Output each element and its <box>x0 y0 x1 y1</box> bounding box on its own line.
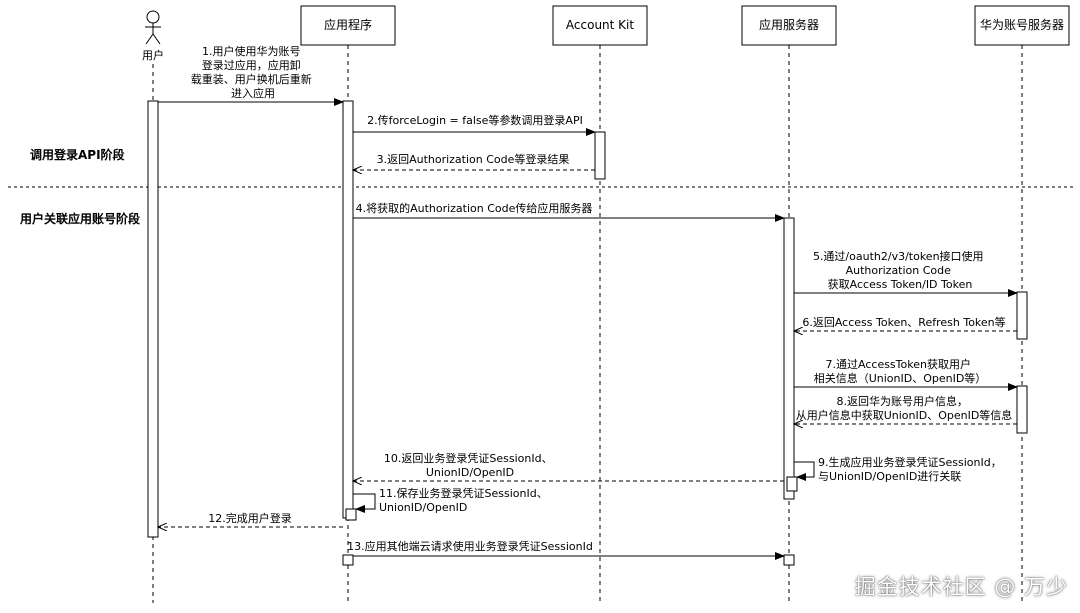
message-8: 8.返回华为账号用户信息， 从用户信息中获取UnionID、OpenID等信息 <box>794 394 1017 424</box>
message-3: 3.返回Authorization Code等登录结果 <box>353 152 595 170</box>
message-9: 9.生成应用业务登录凭证SessionId， 与UnionID/OpenID进行… <box>794 455 1005 483</box>
phase-link-account: 用户关联应用账号阶段 <box>19 211 141 226</box>
svg-text:8.返回华为账号用户信息， 从用户信息中获取Un: 8.返回华为账号用户信息， 从用户信息中获取UnionID、OpenID等信息 <box>796 394 1013 422</box>
svg-text:10.返回业务登录凭证SessionId、 Un: 10.返回业务登录凭证SessionId、 UnionID/OpenID <box>384 451 556 479</box>
message-4: 4.将获取的Authorization Code传给应用服务器 <box>353 201 785 222</box>
participant-app-label: 应用程序 <box>324 17 372 32</box>
actor-user: 用户 <box>142 10 164 62</box>
activation-app-server-end <box>783 554 795 566</box>
svg-text:5.通过/oauth2/v3/token接口使用: 5.通过/oauth2/v3/token接口使用 Authorization C… <box>813 250 987 291</box>
participant-app: 应用程序 <box>300 5 396 46</box>
participant-account-kit: Account Kit <box>552 5 648 46</box>
svg-text:9.生成应用业务登录凭证SessionId， 与: 9.生成应用业务登录凭证SessionId， 与UnionID/OpenID进行… <box>818 455 1005 483</box>
message-1: 1.用户使用华为账号 登录过应用，应用卸 载重装、用户换机后重新 进入应用 <box>158 44 344 106</box>
message-13: 13.应用其他端云请求使用业务登录凭证SessionId <box>347 539 785 560</box>
actor-head <box>146 10 160 24</box>
activation-app-server <box>783 217 795 500</box>
message-12: 12.完成用户登录 <box>158 511 343 527</box>
participant-account-kit-label: Account Kit <box>566 18 634 32</box>
activation-app-end <box>342 554 354 566</box>
watermark: 掘金技术社区 @ 万少 <box>854 575 1068 599</box>
activation-app-server-self <box>786 476 798 492</box>
message-2: 2.传forceLogin = false等参数调用登录API <box>353 113 596 136</box>
actor-user-label: 用户 <box>142 48 164 62</box>
message-10: 10.返回业务登录凭证SessionId、 UnionID/OpenID <box>353 451 784 481</box>
svg-text:2.传forceLogin = false等参数调用登录AP: 2.传forceLogin = false等参数调用登录API <box>367 113 583 127</box>
message-6: 6.返回Access Token、Refresh Token等 <box>794 315 1017 331</box>
activation-user <box>147 100 159 538</box>
svg-text:11.保存业务登录凭证SessionId、 Un: 11.保存业务登录凭证SessionId、 UnionID/OpenID <box>379 486 551 514</box>
message-7: 7.通过AccessToken获取用户 相关信息（UnionID、OpenID等… <box>794 357 1018 391</box>
message-11: 11.保存业务登录凭证SessionId、 UnionID/OpenID <box>353 486 551 514</box>
svg-text:6.返回Access Token、Refresh Token: 6.返回Access Token、Refresh Token等 <box>802 315 1005 329</box>
activation-app <box>342 100 354 519</box>
activation-kit <box>594 131 606 180</box>
participant-huawei-server: 华为账号服务器 <box>974 5 1070 46</box>
participant-app-server: 应用服务器 <box>741 5 837 46</box>
svg-text:1.用户使用华为账号 登录过应用，应用卸: 1.用户使用华为账号 登录过应用，应用卸 载重装、用户换机后重新 进入应用 <box>191 44 316 100</box>
participant-huawei-server-label: 华为账号服务器 <box>980 17 1064 32</box>
activation-huawei-2 <box>1016 385 1028 434</box>
svg-text:7.通过AccessToken获取用户 相关信息: 7.通过AccessToken获取用户 相关信息（UnionID、OpenID等… <box>814 357 987 385</box>
activation-app-self <box>345 508 357 521</box>
svg-text:13.应用其他端云请求使用业务登录凭证SessionId: 13.应用其他端云请求使用业务登录凭证SessionId <box>347 539 593 553</box>
message-5: 5.通过/oauth2/v3/token接口使用 Authorization C… <box>794 250 1018 297</box>
phase-login-api: 调用登录API阶段 <box>30 147 126 162</box>
svg-text:12.完成用户登录: 12.完成用户登录 <box>208 511 292 525</box>
svg-text:4.将获取的Authorization Code传给应用服务: 4.将获取的Authorization Code传给应用服务器 <box>356 201 593 215</box>
participant-app-server-label: 应用服务器 <box>759 17 819 32</box>
activation-huawei-1 <box>1016 291 1028 340</box>
svg-text:3.返回Authorization Code等登录结果: 3.返回Authorization Code等登录结果 <box>377 152 570 166</box>
